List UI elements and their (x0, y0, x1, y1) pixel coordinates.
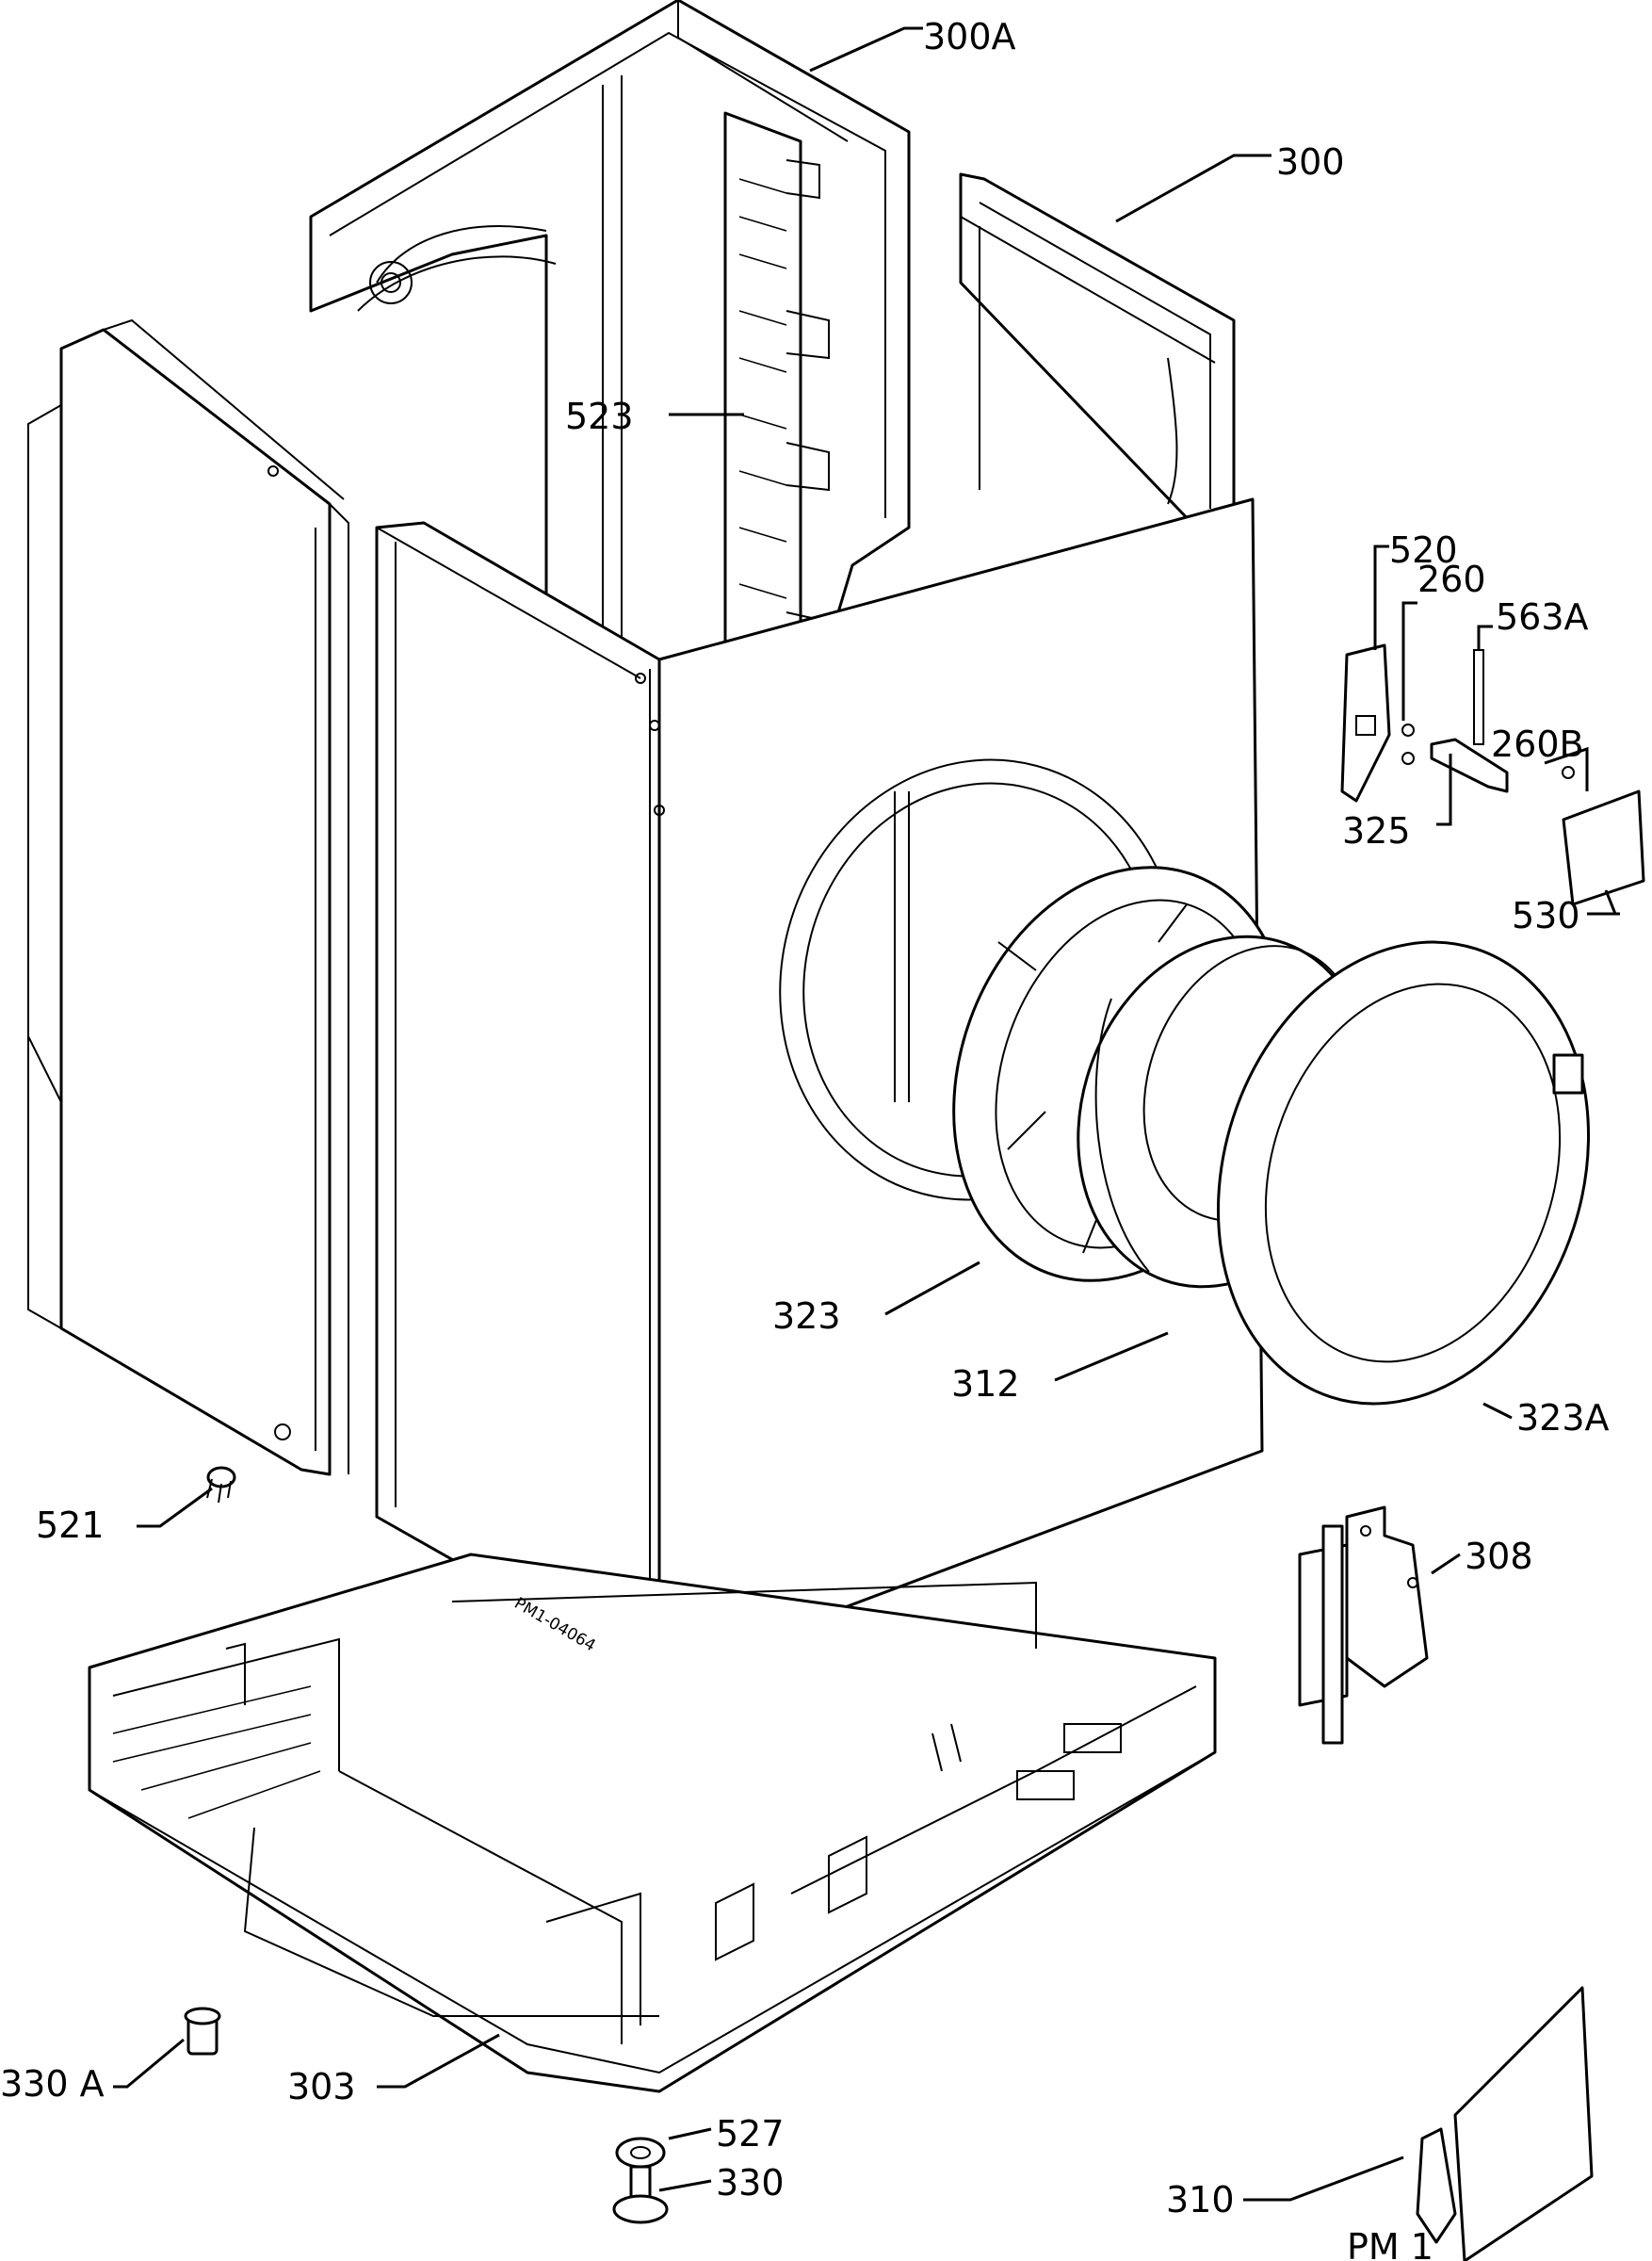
lock-lever-520 (1340, 643, 1391, 803)
base-frame-303 (88, 1553, 1217, 2093)
lock-arm-325 (1430, 738, 1509, 793)
callout-312: 312 (951, 1363, 1020, 1405)
callout-530: 530 (1512, 895, 1580, 936)
center-rail-523 (723, 111, 830, 718)
left-side-panel (27, 318, 349, 1476)
door-lock-assembly (1340, 643, 1645, 906)
callout-330: 330 (716, 2162, 785, 2204)
screw-521 (206, 1466, 236, 1504)
pin-563A (1473, 649, 1484, 745)
right-side-frame-300 (959, 172, 1236, 529)
service-flap-310 (1416, 1986, 1594, 2261)
callout-303: 303 (287, 2066, 356, 2107)
callout-323A: 323A (1516, 1397, 1610, 1439)
callout-260: 260 (1417, 559, 1486, 600)
callout-260B: 260B (1491, 724, 1584, 765)
leader-lines (113, 26, 1620, 2202)
callout-300: 300 (1276, 141, 1345, 183)
callout-330A: 330 A (0, 2063, 105, 2105)
page-code: PM 1 (1347, 2226, 1433, 2261)
hinge-308 (1298, 1505, 1429, 1745)
callout-300A: 300A (923, 16, 1016, 57)
callout-520: 520 (1389, 529, 1458, 571)
callout-325: 325 (1342, 810, 1411, 852)
callout-521: 521 (36, 1505, 105, 1546)
lock-cover-530 (1562, 789, 1645, 906)
foot-330A (184, 2007, 221, 2056)
foot-330 (612, 2165, 669, 2224)
callout-527: 527 (716, 2113, 785, 2155)
washer-527 (615, 2137, 666, 2169)
callout-323: 323 (772, 1295, 841, 1337)
callout-523: 523 (565, 396, 634, 437)
callout-308: 308 (1465, 1536, 1533, 1577)
door-outer-ring-323A (1216, 940, 1591, 1406)
callout-563A: 563A (1496, 596, 1589, 638)
callout-310: 310 (1166, 2179, 1235, 2220)
callout-labels: 300A 300 523 520 260 563A 260B 325 530 3… (0, 16, 1610, 2220)
